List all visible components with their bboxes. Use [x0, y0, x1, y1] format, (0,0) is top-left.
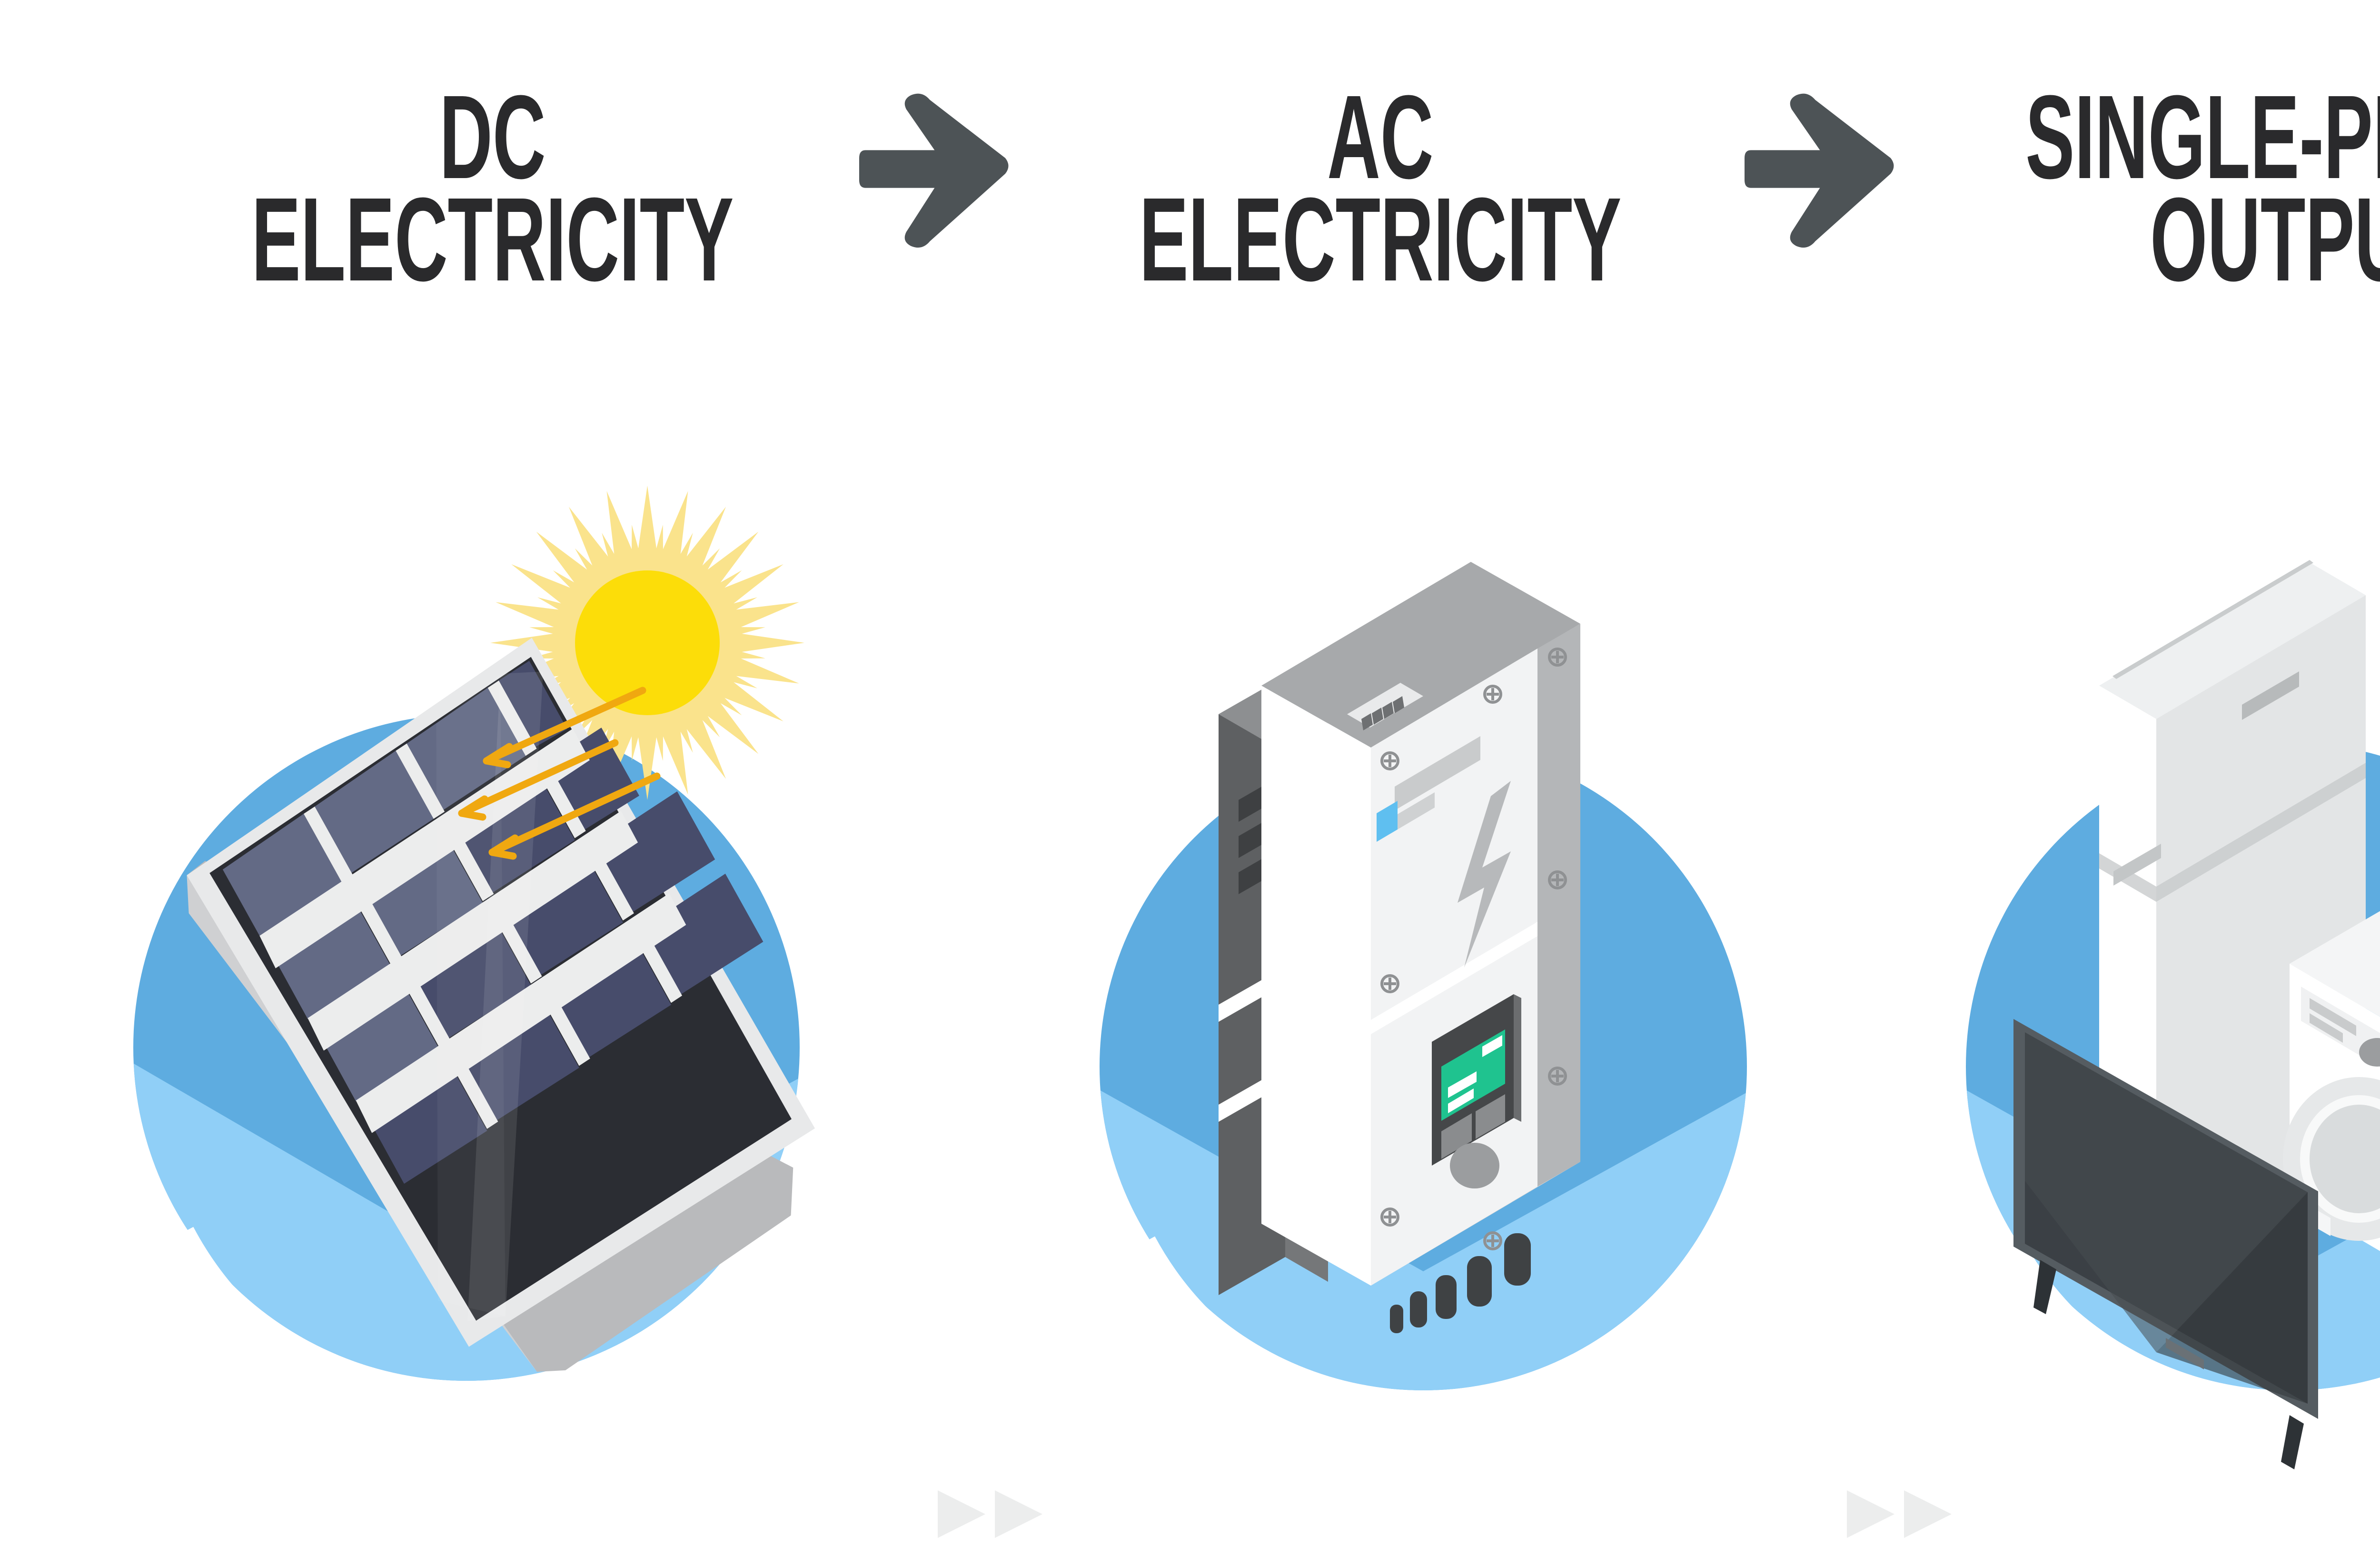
arrow-right-icon — [859, 90, 1016, 248]
heading-ac-electricity: AC ELECTRICITY — [1139, 70, 1622, 306]
tv-leg-right — [2281, 1415, 2304, 1469]
header-step-1: DC ELECTRICITY — [140, 70, 845, 306]
washer-top-face — [2290, 911, 2380, 1017]
sunlight-rays — [458, 687, 661, 860]
ray-arrow — [483, 687, 646, 769]
cable-glands — [1390, 1233, 1531, 1333]
lightning-bolt-icon — [1458, 781, 1511, 968]
heading-line-2: OUTPUT — [2150, 173, 2380, 306]
fridge-top-face — [2099, 562, 2366, 719]
inverter-screws — [1380, 648, 1567, 1250]
heading-dc-electricity: DC ELECTRICITY — [251, 70, 734, 306]
appliances-scene — [1956, 419, 2380, 1543]
heading-line-2: ELECTRICITY — [251, 173, 734, 306]
double-chevron-right-icon — [1904, 1490, 1952, 1538]
illustration-row — [0, 419, 2380, 1543]
heading-single-phase-output: SINGLE-PHASE OUTPUT — [2025, 70, 2380, 306]
heading-line-1: DC — [439, 70, 546, 203]
solar-cell-grid — [222, 660, 764, 1184]
fridge-handle-lower — [2113, 844, 2161, 886]
inverter-scene — [1061, 419, 1804, 1543]
flow-connector-1 — [933, 1471, 1057, 1557]
heading-line-1: SINGLE-PHASE — [2025, 70, 2380, 203]
inverter — [1219, 562, 1580, 1333]
inverter-label-strip — [1395, 736, 1480, 810]
washer-dial — [2359, 1038, 2380, 1067]
ray-arrow — [488, 772, 661, 860]
arrow-right-icon — [1745, 90, 1902, 248]
solar-panel-scene — [133, 419, 876, 1543]
inverter-front-face — [1371, 649, 1537, 1286]
tv-leg-left — [2033, 1260, 2056, 1314]
ray-arrow — [458, 739, 619, 821]
television — [2013, 1019, 2318, 1469]
flow-connector-2 — [1842, 1471, 1966, 1557]
lcd-text-bars — [1448, 1035, 1502, 1113]
heading-line-2: ELECTRICITY — [1139, 173, 1622, 306]
washer-door-glass — [2310, 1105, 2380, 1213]
double-chevron-right-icon — [938, 1490, 985, 1538]
header-step-3: SINGLE-PHASE OUTPUT — [1916, 70, 2380, 306]
tv-logo — [2166, 1338, 2204, 1369]
header-flow-labels: DC ELECTRICITY AC ELECTRICITY SINGLE-PHA… — [0, 70, 2380, 409]
double-chevron-right-icon — [1847, 1490, 1894, 1538]
lcd-display — [1432, 994, 1521, 1188]
inverter-grille — [1361, 696, 1404, 730]
heading-line-1: AC — [1327, 70, 1434, 203]
lcd-buttons — [1441, 1094, 1505, 1159]
inverter-status-led — [1377, 801, 1398, 842]
double-chevron-right-icon — [995, 1490, 1042, 1538]
inverter-knob — [1450, 1143, 1499, 1188]
fridge-handle-upper — [2242, 671, 2299, 720]
inverter-top-face — [1261, 562, 1580, 748]
header-step-2: AC ELECTRICITY — [1031, 70, 1730, 306]
